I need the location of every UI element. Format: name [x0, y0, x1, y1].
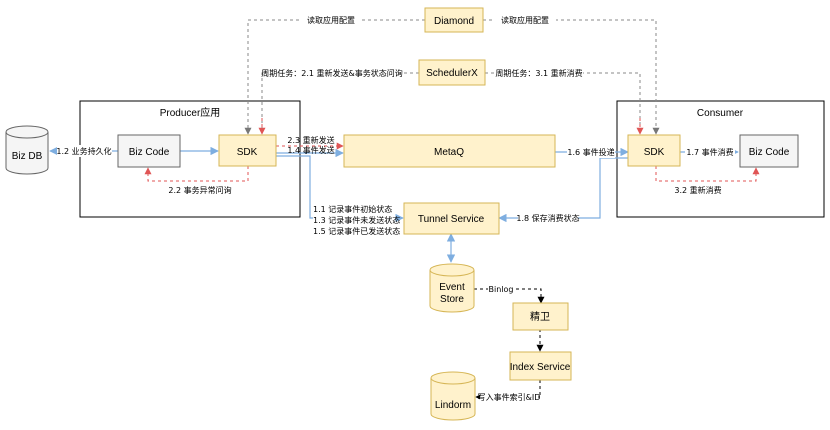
schedulerx-node[interactable]: SchedulerX — [418, 59, 486, 86]
label-persist: 1.2 业务持久化 — [56, 146, 111, 156]
label-send: 1.4 事件发送 — [287, 145, 334, 155]
label-save-consume: 1.8 保存消费状态 — [516, 213, 579, 223]
binlog-arrow — [474, 288, 545, 304]
producer-biz-code-node[interactable]: Biz Code — [117, 134, 181, 168]
metaq-node[interactable]: MetaQ — [343, 134, 556, 168]
label-read-config-right: 读取应用配置 — [501, 15, 549, 25]
biz-db-node[interactable]: Biz DB — [5, 125, 49, 175]
label-rec-unsent: 1.3 记录事件未发送状态 — [313, 215, 400, 225]
producer-container — [79, 100, 301, 218]
lindorm-label: Lindorm — [435, 400, 471, 411]
metaq-label: MetaQ — [434, 147, 464, 158]
consumer-container — [616, 100, 825, 218]
producer-sdk-label: SDK — [237, 147, 258, 158]
index-service-label: Index Service — [510, 362, 571, 373]
biz-db-label: Biz DB — [12, 151, 43, 162]
label-write-index: 写入事件索引&ID — [478, 392, 541, 402]
label-resend: 2.3 重新发送 — [287, 135, 334, 145]
edge-labels: 读取应用配置 读取应用配置 周期任务：2.1 重新发送&事务状态问询 周期任务：… — [56, 14, 735, 403]
consumer-sdk-label: SDK — [644, 147, 665, 158]
label-consume: 1.7 事件消费 — [686, 147, 733, 157]
scheduler-to-producer-sdk-line — [261, 72, 419, 134]
consumer-biz-code-node[interactable]: Biz Code — [739, 134, 799, 168]
event-store-node[interactable]: Event Store — [429, 263, 475, 313]
label-reconsume: 3.2 重新消费 — [674, 185, 721, 195]
diamond-to-consumer-sdk-line — [483, 19, 660, 135]
label-rec-sent: 1.5 记录事件已发送状态 — [313, 226, 400, 236]
diamond-node[interactable]: Diamond — [424, 7, 484, 33]
producer-biz-code-label: Biz Code — [129, 147, 170, 158]
label-read-config-left: 读取应用配置 — [307, 15, 355, 25]
label-rec-init: 1.1 记录事件初始状态 — [313, 204, 392, 214]
jingwei-node[interactable]: 精卫 — [512, 302, 569, 331]
jingwei-label: 精卫 — [530, 310, 550, 323]
diamond-label: Diamond — [434, 16, 474, 27]
label-tx-check: 2.2 事务异常问询 — [168, 185, 231, 195]
label-periodic-left: 周期任务：2.1 重新发送&事务状态问询 — [261, 68, 403, 78]
producer-sdk-node[interactable]: SDK — [218, 134, 277, 167]
lindorm-node[interactable]: Lindorm — [430, 371, 476, 421]
consumer-sdk-node[interactable]: SDK — [627, 134, 681, 167]
event-store-label-line2: Store — [440, 294, 464, 305]
event-store-label-line1: Event — [439, 282, 465, 293]
consumer-biz-code-label: Biz Code — [749, 147, 790, 158]
tx-check-arrow — [144, 166, 249, 182]
index-service-node[interactable]: Index Service — [509, 351, 572, 381]
diamond-to-producer-sdk-line — [244, 19, 425, 135]
tunnel-service-label: Tunnel Service — [418, 214, 485, 225]
schedulerx-label: SchedulerX — [426, 68, 478, 79]
reconsume-arrow — [655, 166, 760, 182]
consumer-title: Consumer — [697, 108, 744, 119]
label-binlog: Binlog — [489, 285, 514, 294]
producer-title: Producer应用 — [160, 106, 221, 119]
label-deliver: 1.6 事件投递 — [567, 147, 614, 157]
tunnel-service-node[interactable]: Tunnel Service — [403, 202, 500, 235]
label-periodic-right: 周期任务：3.1 重新消费 — [495, 68, 582, 78]
